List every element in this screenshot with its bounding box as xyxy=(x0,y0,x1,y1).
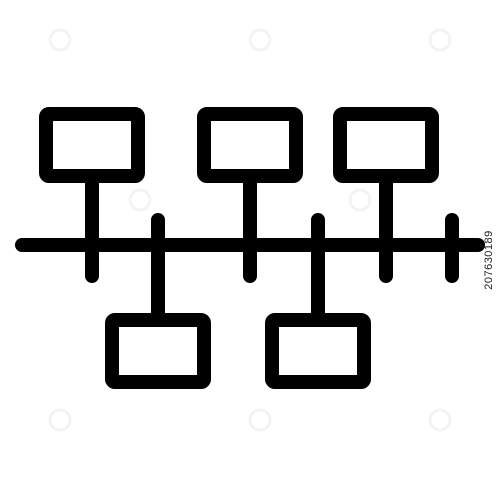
top-node-box-3 xyxy=(333,107,439,183)
watermark-id: 207630189 xyxy=(480,160,498,360)
watermark-id-text: 207630189 xyxy=(483,230,495,290)
bottom-node-box-2 xyxy=(265,313,371,389)
top-node-box-2 xyxy=(197,107,303,183)
top-node-box-1 xyxy=(39,107,145,183)
bottom-node-box-1 xyxy=(105,313,211,389)
